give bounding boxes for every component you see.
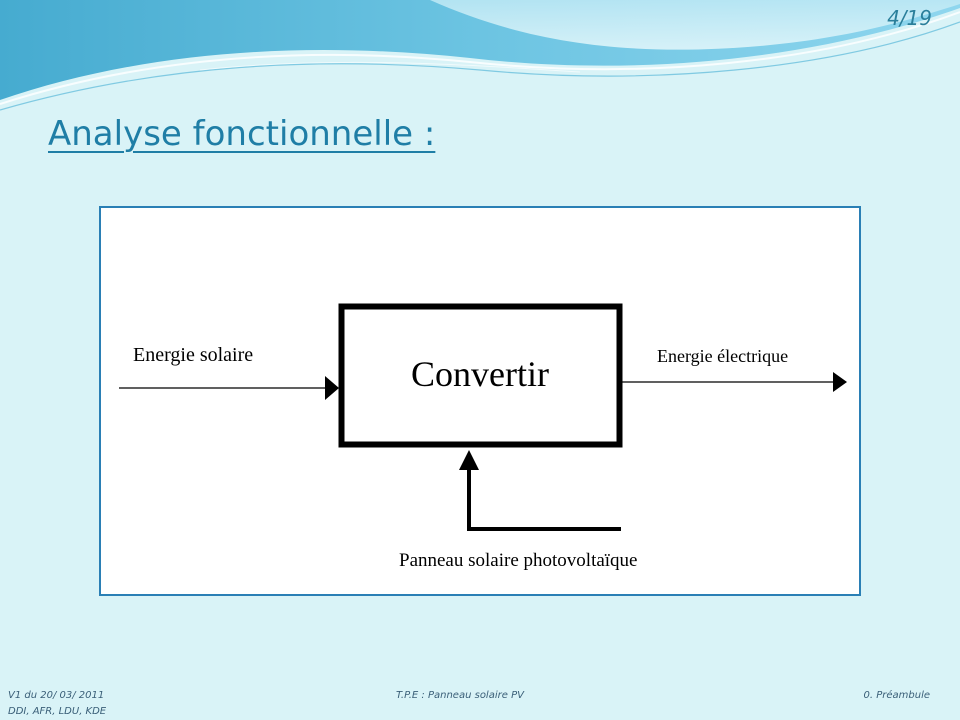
slide-title: Analyse fonctionnelle :	[48, 114, 436, 154]
process-label: Convertir	[411, 354, 549, 394]
footer-version: V1 du 20/ 03/ 2011	[8, 690, 105, 701]
source-feed-line	[467, 466, 621, 531]
input-label: Energie solaire	[133, 344, 254, 366]
header-wave-decoration	[0, 0, 960, 111]
footer-section: 0. Préambule	[863, 690, 931, 701]
footer-authors: DDI, AFR, LDU, KDE	[8, 706, 107, 717]
functional-diagram: Energie solaire Convertir Energie électr…	[99, 206, 861, 596]
page-counter: 4/19	[887, 6, 932, 30]
diagram-drawing	[119, 303, 847, 531]
convert-box	[338, 303, 623, 448]
footer-version-block: V1 du 20/ 03/ 2011 DDI, AFR, LDU, KDE	[8, 688, 106, 720]
output-arrowhead	[833, 372, 847, 392]
output-label: Energie électrique	[657, 346, 789, 366]
source-label: Panneau solaire photovoltaïque	[399, 550, 638, 571]
source-arrowhead	[459, 450, 479, 470]
input-arrowhead	[325, 376, 339, 400]
footer-project: T.P.E : Panneau solaire PV	[396, 690, 524, 701]
